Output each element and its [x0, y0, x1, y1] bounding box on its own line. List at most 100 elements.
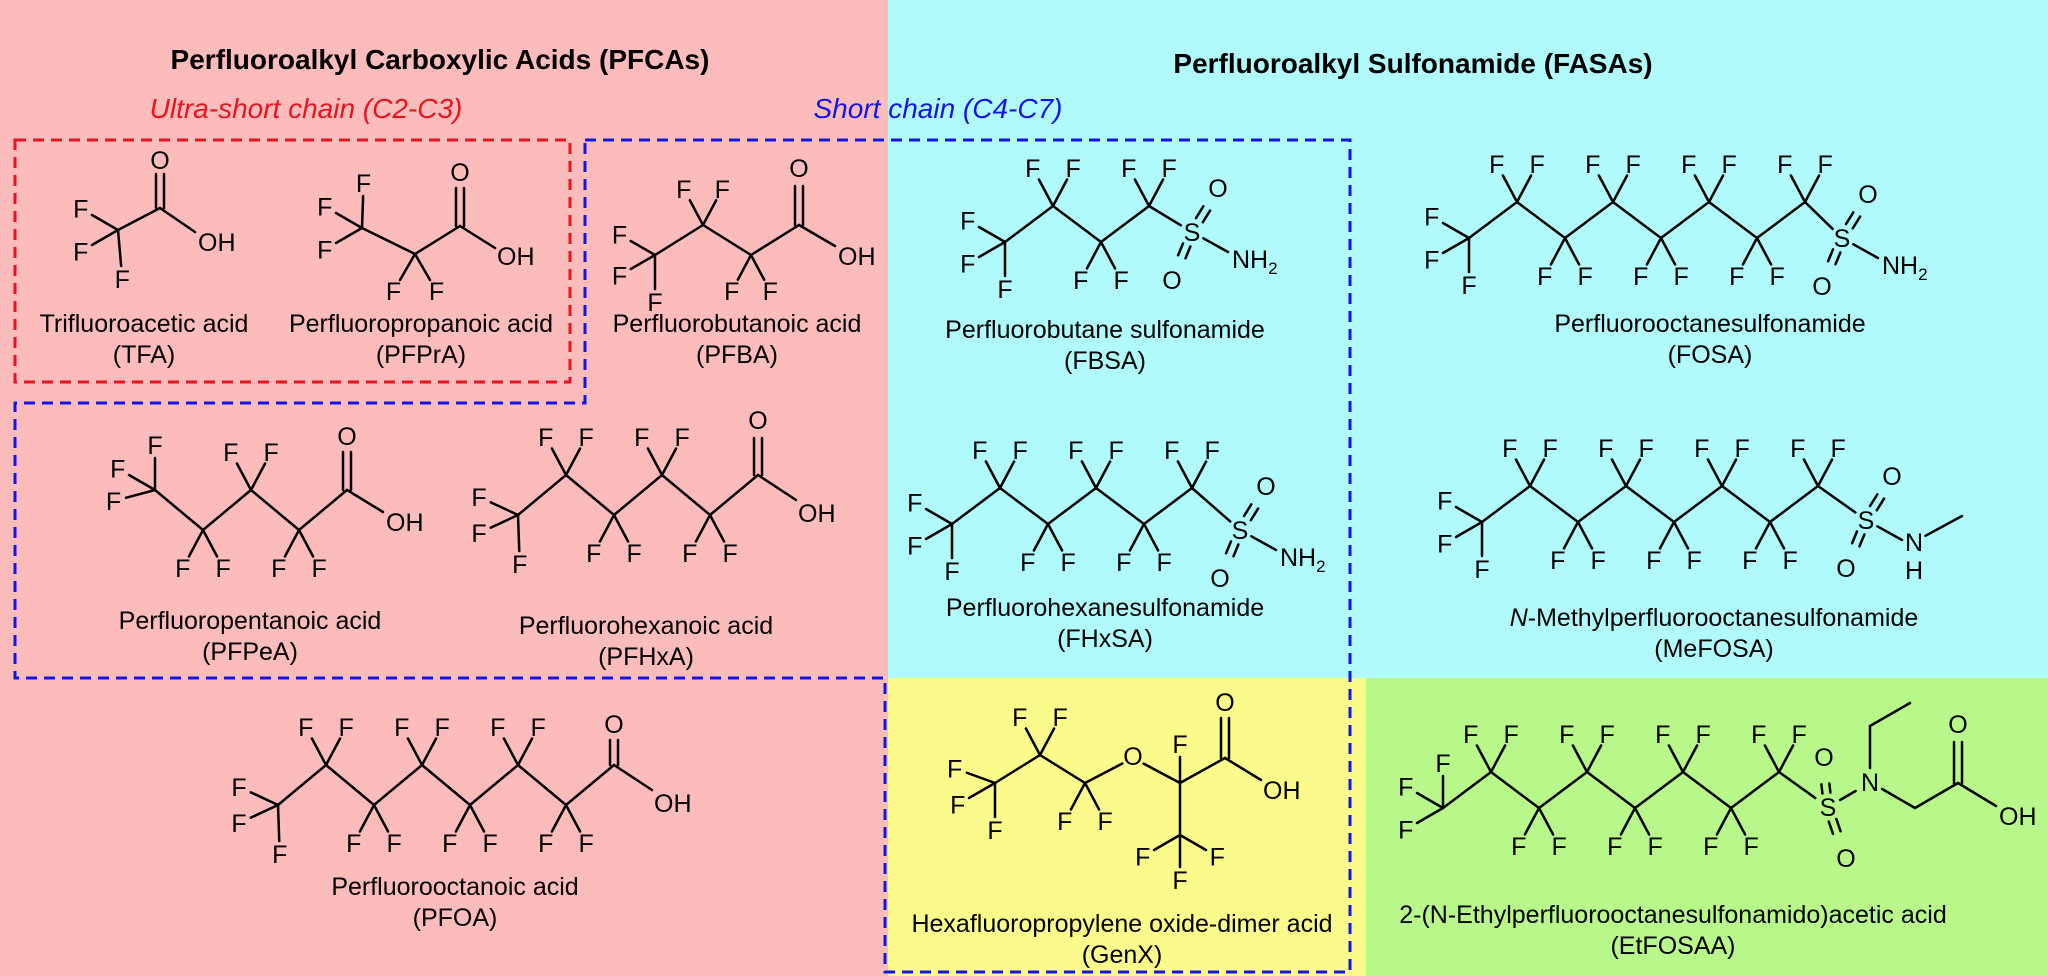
bond-182	[1754, 520, 1772, 550]
atom-label-81: F	[1068, 437, 1083, 465]
atom-label-161: F	[1751, 721, 1766, 749]
bond-74	[276, 803, 281, 843]
amine-subscript: 2	[1918, 265, 1927, 284]
atom-label-1: F	[73, 239, 88, 267]
bond-76	[324, 737, 342, 767]
bond-114	[924, 522, 954, 541]
bond-232	[1681, 744, 1699, 774]
atom-label-34: F	[512, 551, 527, 579]
atom-label-153: F	[1559, 721, 1574, 749]
bond-31	[201, 488, 253, 532]
bond-42	[297, 528, 315, 558]
compound-label-etfosaa: 2-(N-Ethylperfluorooctanesulfonamido)ace…	[1399, 900, 1947, 962]
atom-label-24: F	[175, 555, 190, 583]
atom-label-96: F	[1578, 263, 1593, 291]
bond-94	[977, 240, 1007, 259]
compound-label-fosa: Perfluorooctanesulfonamide(FOSA)	[1554, 309, 1865, 371]
bond-101	[1147, 178, 1165, 208]
bond-39	[235, 462, 253, 492]
atom-label-139: F	[1098, 808, 1113, 836]
atom-label-74: F	[907, 490, 922, 518]
atom-label-23: F	[147, 432, 162, 460]
bond-13	[413, 252, 432, 282]
bond-130	[1232, 543, 1240, 558]
bond-126	[1190, 486, 1232, 523]
bond-91	[1051, 204, 1103, 244]
bond-175	[1576, 520, 1594, 550]
bond-240	[1827, 820, 1835, 836]
bond-242	[1838, 789, 1857, 802]
bond-229	[1619, 806, 1637, 836]
ultra-short-chain-label: Ultra-short chain (C2-C3)	[149, 93, 463, 124]
atom-label-105: F	[1777, 151, 1792, 179]
bond-120	[1080, 460, 1098, 490]
bond-80	[420, 737, 438, 767]
bond-245	[1880, 787, 1917, 810]
bond-99	[1099, 240, 1117, 270]
atom-label-102: F	[1722, 151, 1737, 179]
atom-label-48: F	[298, 714, 313, 742]
bond-104	[1194, 205, 1205, 220]
atom-label-12: F	[612, 222, 627, 250]
bond-40	[249, 462, 267, 492]
compound-label-pfpra: Perfluoropropanoic acid(PFPrA)	[289, 309, 553, 371]
atom-label-101: F	[1681, 151, 1696, 179]
bond-174	[1562, 520, 1580, 550]
atom-label-53: F	[435, 714, 450, 742]
bond-131	[1250, 535, 1278, 552]
bond-78	[372, 803, 390, 833]
atom-label-28: F	[271, 555, 286, 583]
bond-65	[276, 763, 328, 807]
compound-name: Perfluoropropanoic acid	[288, 310, 554, 338]
bond-41	[283, 528, 301, 558]
bond-208	[1178, 833, 1208, 852]
bond-204	[1083, 781, 1101, 811]
short-chain-label: Short chain (C4-C7)	[813, 93, 1063, 124]
bond-108	[950, 486, 1002, 526]
bond-246	[1913, 781, 1960, 810]
atom-label-45: F	[231, 774, 246, 802]
bond-223	[1475, 744, 1493, 774]
atom-label-141: F	[1135, 844, 1150, 872]
atom-label-137: F	[1053, 704, 1068, 732]
bond-103	[1201, 209, 1212, 224]
atom-label-66: F	[1066, 155, 1081, 183]
bond-125	[1190, 460, 1208, 490]
compound-name: Perfluorohexanesulfonamide	[945, 594, 1265, 622]
atom-label-114: F	[1543, 435, 1558, 463]
bond-20	[629, 239, 657, 257]
atom-label-104: F	[1770, 263, 1785, 291]
compound-name-rest: -Methylperfluorooctanesulfonamide	[1527, 604, 1919, 632]
atom-label-55: F	[483, 830, 498, 858]
pfca-title: Perfluoroalkyl Carboxylic Acids (PFCAs)	[170, 44, 710, 75]
bond-30	[153, 488, 205, 532]
bond-68	[420, 763, 472, 807]
bond-61	[708, 513, 726, 543]
atom-label-73: O	[1162, 267, 1181, 295]
atom-label-37: F	[586, 540, 601, 568]
bond-85	[550, 803, 568, 833]
bond-59	[660, 447, 678, 477]
bond-236	[1777, 744, 1795, 774]
bond-35	[124, 488, 157, 500]
bond-32	[249, 488, 301, 532]
atom-label-30: O	[337, 423, 356, 451]
atom-label-93: F	[1489, 151, 1504, 179]
bond-197	[1178, 756, 1227, 785]
atom-label-95: F	[1537, 263, 1552, 291]
atom-label-41: F	[682, 540, 697, 568]
atom-label-25: F	[216, 555, 231, 583]
bond-55	[564, 447, 582, 477]
atom-label-13: F	[612, 263, 627, 291]
compound-name: Perfluorooctanesulfonamide	[1554, 310, 1866, 338]
bond-46	[516, 473, 568, 517]
bond-37	[187, 528, 205, 558]
atom-label-145: OH	[1263, 777, 1301, 805]
bond-152	[1741, 236, 1759, 266]
atom-label-44: OH	[798, 500, 836, 528]
atom-label-61: OH	[654, 790, 692, 818]
atom-label-59: F	[579, 830, 594, 858]
compound-label-pfba: Perfluorobutanoic acid(PFBA)	[613, 309, 862, 371]
